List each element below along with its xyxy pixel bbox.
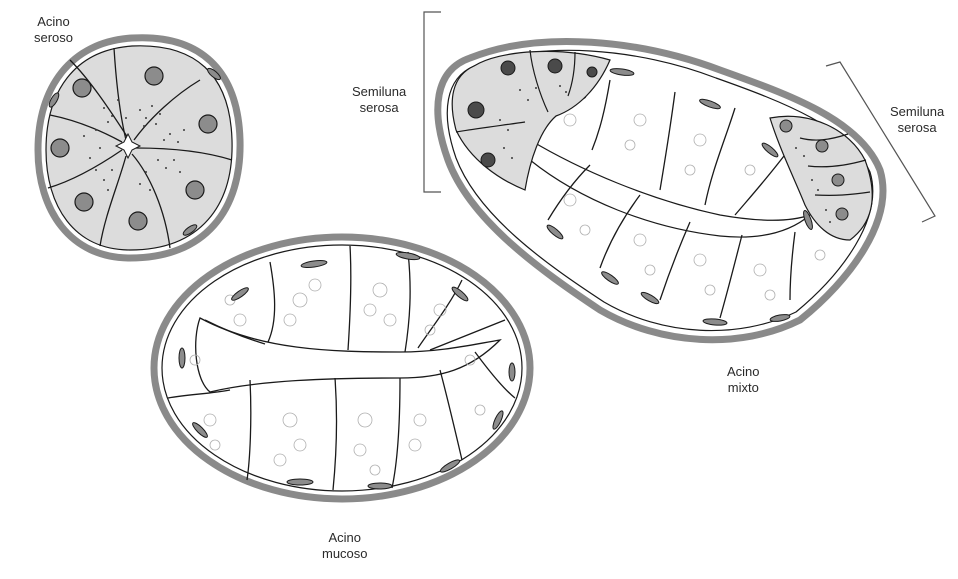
- mixed-acinus: [438, 41, 883, 339]
- label-serous-acinus: Acino seroso: [34, 14, 73, 46]
- serous-acinus: [38, 38, 240, 258]
- label-mixed-acinus: Acino mixto: [727, 364, 760, 396]
- label-semilune-left: Semiluna serosa: [352, 84, 406, 116]
- label-semilune-right: Semiluna serosa: [890, 104, 944, 136]
- mucous-acinus: [154, 237, 530, 499]
- label-mucous-acinus: Acino mucoso: [322, 530, 368, 562]
